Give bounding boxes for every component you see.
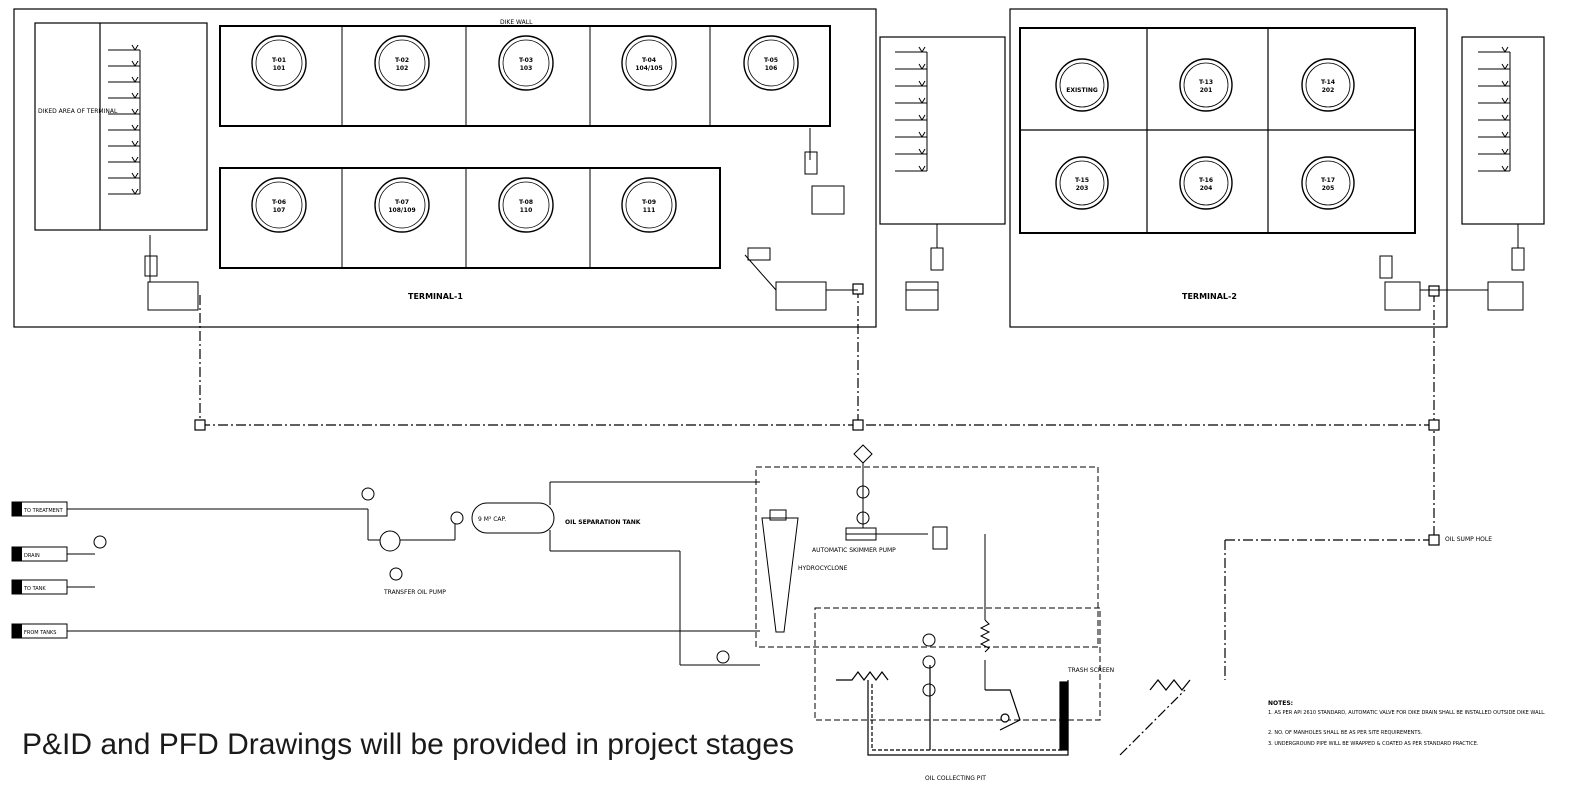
terminal-1-boundary <box>13 8 877 328</box>
row1-tank-id: T-03 <box>519 57 533 64</box>
t2top-tank-code: 201 <box>1200 87 1213 94</box>
tie-in-1: TO TREATMENT <box>23 508 64 514</box>
row2-tank-id: T-09 <box>642 199 656 206</box>
row2-tank-id: T-07 <box>395 199 409 206</box>
row1-tank-id: T-02 <box>395 57 409 64</box>
t2bot-tank-code: 203 <box>1076 185 1089 192</box>
manhole-label: OIL SUMP HOLE <box>1445 536 1492 543</box>
skimmer-label: AUTOMATIC SKIMMER PUMP <box>812 547 896 554</box>
t2bot-tank-code: 205 <box>1322 185 1335 192</box>
hydrocyclone-label: HYDROCYCLONE <box>798 565 848 572</box>
t2bot-tank-id: T-15 <box>1075 177 1089 184</box>
terminal-2-title: TERMINAL-2 <box>1182 292 1237 301</box>
row1-tank-code: 102 <box>396 65 409 72</box>
row2-tank-id: T-08 <box>519 199 533 206</box>
row2-tank-code: 108/109 <box>388 207 415 214</box>
pump-label: TRANSFER OIL PUMP <box>383 589 446 596</box>
t2top-tank-code: EXISTING <box>1066 87 1098 94</box>
row1-tank-code: 106 <box>765 65 778 72</box>
pit-label: OIL COLLECTING PIT <box>925 775 986 782</box>
note-2: 2. NO. OF MANHOLES SHALL BE AS PER SITE … <box>1268 730 1423 736</box>
terminal-2-valve-box <box>1461 36 1545 225</box>
t2top-tank-id: T-14 <box>1321 79 1335 86</box>
row2-tank-code: 107 <box>273 207 286 214</box>
tie-in-3: TO TANK <box>23 586 46 592</box>
row1-tank-code: 104/105 <box>635 65 662 72</box>
t2bot-tank-id: T-17 <box>1321 177 1335 184</box>
row1-tank-id: T-04 <box>642 57 656 64</box>
trash-screen-label: TRASH SCREEN <box>1067 667 1114 674</box>
row2-tank-id: T-06 <box>272 199 286 206</box>
t2top-tank-code: 202 <box>1322 87 1335 94</box>
dike-row1 <box>219 25 831 127</box>
row1-tank-code: 103 <box>520 65 533 72</box>
notes-title: NOTES: <box>1268 700 1293 707</box>
tie-in-4: FROM TANKS <box>24 630 56 636</box>
row2-tank-code: 110 <box>520 207 533 214</box>
note-1: 1. AS PER API 2610 STANDARD, AUTOMATIC V… <box>1268 710 1546 716</box>
dike-row2 <box>219 167 721 269</box>
tie-in-2: DRAIN <box>24 553 40 559</box>
t2top-tank-id: T-13 <box>1199 79 1213 86</box>
separator-capacity: 9 M³ CAP. <box>478 516 506 523</box>
diked-area-block <box>34 22 208 231</box>
row1-tank-id: T-01 <box>272 57 286 64</box>
separator-label: OIL SEPARATION TANK <box>565 519 641 526</box>
caption-text: P&ID and PFD Drawings will be provided i… <box>22 728 795 761</box>
row1-tank-code: 101 <box>273 65 286 72</box>
row2-tank-code: 111 <box>643 207 656 214</box>
note-3: 3. UNDERGROUND PIPE WILL BE WRAPPED & CO… <box>1268 741 1479 747</box>
row1-tank-id: T-05 <box>764 57 778 64</box>
terminal-1-valve-box <box>879 36 1006 225</box>
terminal-2-boundary <box>1009 8 1448 328</box>
dike-wall-label: DIKE WALL <box>500 19 533 26</box>
diked-area-label: DIKED AREA OF TERMINAL <box>38 108 118 115</box>
t2top-tank-0: EXISTING <box>1055 58 1109 112</box>
t2bot-tank-id: T-16 <box>1199 177 1213 184</box>
t2bot-tank-code: 204 <box>1200 185 1213 192</box>
terminal-1-title: TERMINAL-1 <box>408 292 463 301</box>
